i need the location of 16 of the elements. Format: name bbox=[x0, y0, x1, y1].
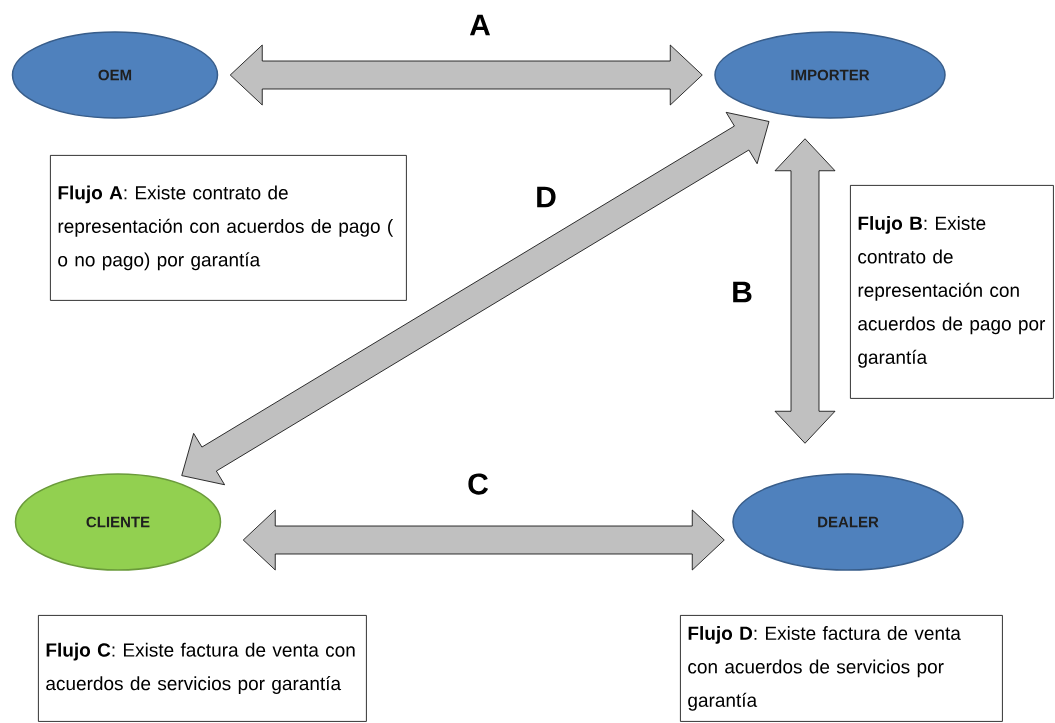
ellipse-node: CLIENTE bbox=[14, 473, 222, 571]
double-arrow bbox=[774, 138, 836, 444]
text-box: Flujo A: Existe contrato de representación con acuerdos de pago ( o no pago) por garantía bbox=[50, 155, 407, 301]
edge-label: D bbox=[537, 186, 556, 208]
double-arrow bbox=[229, 44, 703, 106]
text-box: Flujo C: Existe factura de venta con acuerdos de servicios por garantía bbox=[38, 615, 367, 722]
ellipse-node: OEM bbox=[11, 31, 219, 119]
text-box: Flujo B: Existe contrato de representación con acuerdos de pago por garantía bbox=[850, 185, 1054, 399]
double-arrow bbox=[242, 509, 725, 571]
edge-label: A bbox=[469, 14, 491, 36]
ellipse-node: DEALER bbox=[732, 473, 964, 571]
edge-label: C bbox=[468, 473, 488, 495]
ellipse-node: IMPORTER bbox=[714, 31, 946, 119]
edge-label: B bbox=[733, 281, 752, 303]
text-box: Flujo D: Existe factura de venta con acuerdos de servicios por garantía bbox=[680, 615, 1003, 722]
double-arrow bbox=[181, 111, 770, 486]
